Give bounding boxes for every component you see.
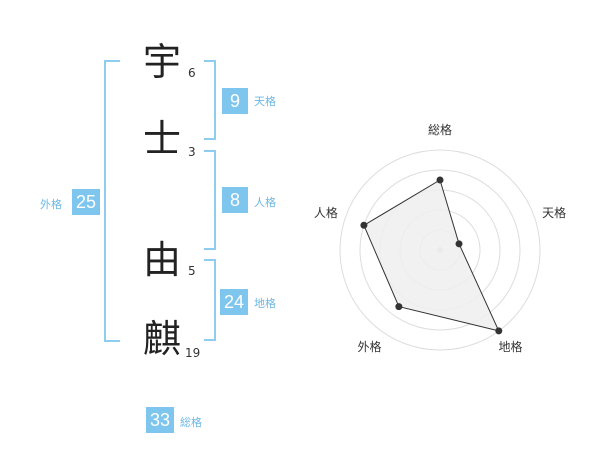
radar-axis-label-1: 天格: [542, 205, 566, 220]
radar-axis-label-4: 人格: [314, 205, 338, 220]
gaikaku-bracket: [104, 60, 120, 342]
radar-ring-4: [359, 169, 521, 331]
tenkaku-label: 天格: [254, 95, 276, 108]
stroke-count-3: 5: [188, 264, 196, 278]
radar-polygon: [363, 179, 500, 332]
jinkaku-bracket: [204, 150, 216, 250]
chikaku-value: 24: [220, 289, 248, 315]
name-char-2: 士: [142, 117, 181, 161]
radar-axis-label-2: 地格: [499, 339, 523, 354]
soukaku-value: 33: [146, 407, 174, 433]
name-char-1: 宇: [142, 40, 181, 84]
stroke-count-2: 3: [188, 145, 196, 159]
name-char-3: 由: [142, 238, 181, 282]
chikaku-bracket: [204, 259, 216, 341]
radar-point-3: [395, 303, 403, 311]
tenkaku-value: 9: [222, 88, 248, 114]
tenkaku-bracket: [204, 60, 216, 140]
radar-points: [360, 176, 503, 335]
radar-axis-label-0: 総格: [428, 122, 452, 137]
radar-point-2: [495, 327, 503, 335]
jinkaku-label: 人格: [254, 196, 276, 209]
stroke-count-4: 19: [185, 346, 201, 360]
radar-point-1: [455, 240, 463, 248]
gaikaku-value: 25: [72, 189, 100, 215]
radar-point-4: [360, 221, 368, 229]
chikaku-label: 地格: [254, 297, 276, 310]
name-char-4: 麒: [142, 317, 181, 361]
radar-ring-5: [339, 149, 541, 351]
jinkaku-value: 8: [222, 187, 248, 213]
gaikaku-label: 外格: [40, 198, 62, 211]
soukaku-label: 総格: [180, 416, 202, 429]
radar-axis-label-3: 外格: [357, 339, 381, 354]
radar-point-0: [436, 176, 444, 184]
stroke-count-1: 6: [188, 66, 196, 80]
